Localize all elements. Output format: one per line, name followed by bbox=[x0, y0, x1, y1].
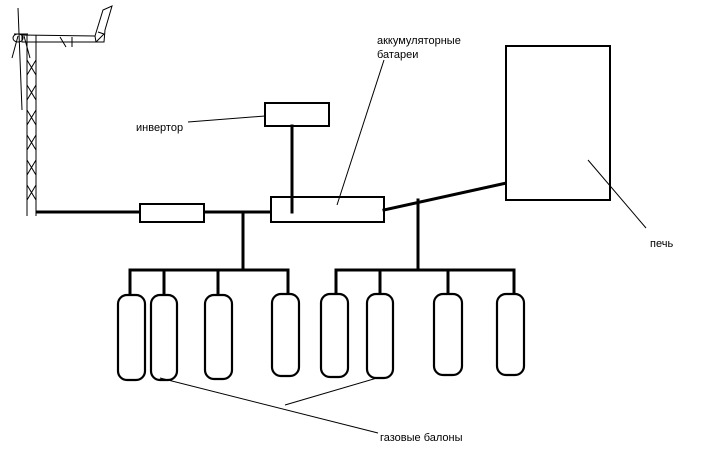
gas-cylinders-label: газовые балоны bbox=[380, 432, 463, 444]
gas-cylinder bbox=[149, 293, 179, 382]
leader-lines bbox=[159, 59, 647, 434]
gas-cylinder bbox=[495, 292, 526, 377]
batteries-label-line1: аккумуляторные bbox=[377, 35, 461, 47]
gas-cylinder bbox=[365, 292, 395, 380]
gas-cylinder bbox=[270, 292, 301, 378]
right-cylinder-bus bbox=[334, 198, 516, 296]
gas-cylinders bbox=[116, 292, 526, 382]
charge-controller-box bbox=[139, 203, 205, 223]
stove-label: печь bbox=[650, 238, 673, 250]
gas-cylinder bbox=[432, 292, 464, 377]
stove-box bbox=[505, 45, 611, 201]
gas-cylinder bbox=[203, 293, 234, 381]
battery-block bbox=[270, 196, 385, 223]
left-cylinder-bus bbox=[128, 210, 290, 297]
gas-cylinder bbox=[319, 292, 350, 379]
inverter-label: инвертор bbox=[136, 122, 183, 134]
inverter-box bbox=[264, 102, 330, 127]
gas-cylinder bbox=[116, 293, 147, 382]
batteries-label-line2: батареи bbox=[377, 49, 418, 61]
wind-turbine-icon bbox=[11, 5, 113, 216]
